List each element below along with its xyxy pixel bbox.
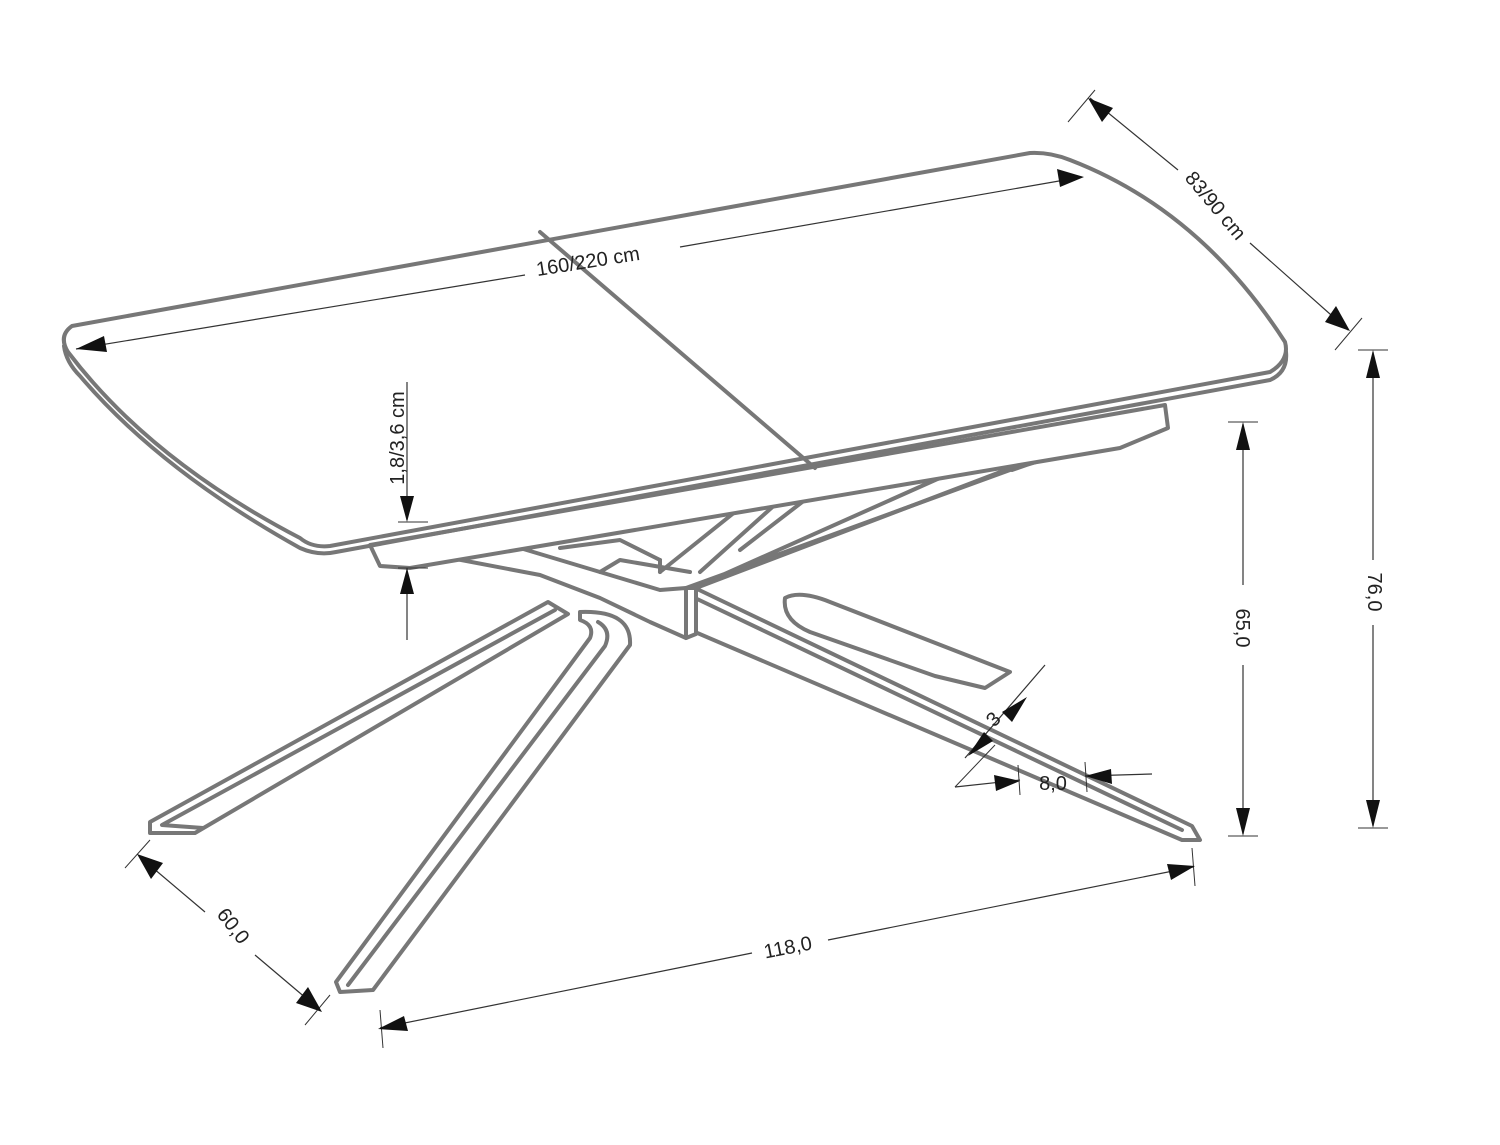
base-length-label: 118,0 [762, 933, 814, 964]
back-left-leg [148, 600, 570, 835]
front-right-leg [693, 586, 1202, 842]
arrow-left-icon [378, 1016, 408, 1031]
arrow-up-icon [1236, 422, 1250, 450]
base-length-dimension: 118,0 [378, 847, 1196, 1049]
height-dimension: 76,0 [1358, 349, 1388, 829]
front-left-leg [334, 609, 633, 994]
leg-width-label: 8,0 [1039, 773, 1067, 795]
arrow-up-left-icon [1088, 98, 1113, 122]
arrow-down-icon [400, 496, 414, 522]
leg-width-dimension: 8,0 [954, 761, 1153, 796]
leg-thickness-dimension: 3 [954, 664, 1046, 788]
leg-height-label: 65,0 [1231, 609, 1253, 648]
arrow-up-icon [400, 568, 414, 594]
base-width-label: 60,0 [212, 904, 253, 948]
arrow-left-icon [76, 336, 107, 352]
arrow-up-right-icon [1002, 697, 1027, 722]
arrow-down-right-icon [296, 987, 322, 1012]
height-label: 76,0 [1363, 573, 1385, 612]
arrow-right-icon [1057, 169, 1084, 187]
table-apron [368, 403, 1170, 570]
arrow-down-icon [1366, 800, 1380, 828]
arrow-right-icon [1167, 864, 1195, 880]
thickness-label: 1,8/3,6 cm [387, 391, 409, 484]
base-width-dimension: 60,0 [124, 839, 331, 1026]
table [61, 150, 1289, 994]
arrow-down-left-icon [968, 732, 993, 756]
tabletop [61, 150, 1289, 556]
arrow-down-right-icon [1325, 306, 1350, 331]
back-right-leg [782, 592, 1012, 690]
arrow-up-icon [1366, 350, 1380, 378]
arrow-down-icon [1236, 808, 1250, 836]
arrow-right-icon [994, 775, 1020, 791]
arrow-up-left-icon [137, 854, 163, 879]
arrow-left-icon [1085, 769, 1112, 784]
leg-height-dimension: 65,0 [1228, 421, 1258, 837]
thickness-dimension: 1,8/3,6 cm [387, 382, 428, 640]
